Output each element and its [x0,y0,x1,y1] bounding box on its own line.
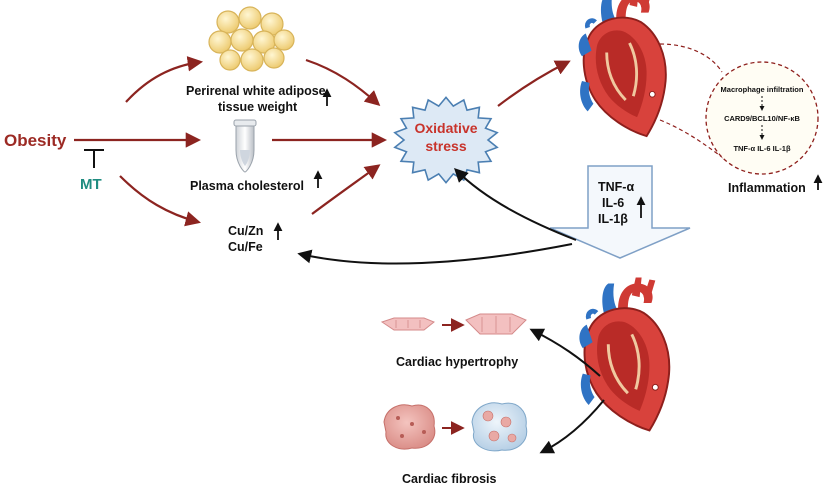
inflammation-label: Inflammation [728,181,806,195]
tissue-fibrotic-icon [471,402,528,452]
inflammation-detail-circle [705,61,819,175]
adipose-label-line1: Perirenal white adipose [186,84,326,98]
cufe-label: Cu/Fe [228,240,263,254]
mt-label: MT [80,176,102,193]
cytokines-row-label: TNF-α IL-6 IL-1β [733,144,791,153]
arrow-obesity-to-copper [119,175,201,227]
oxidative-stress-burst [393,96,499,184]
arrow-cytokines-to-copper [297,243,573,265]
cytokine-tnf: TNF-α [598,180,634,194]
blood-sample-tube-icon [233,119,257,173]
arrow-cytokines-to-stress [454,168,577,241]
cuzn-label: Cu/Zn [228,224,263,238]
heart-bottom-illustration [579,278,669,431]
adipose-tissue-icon [208,6,295,72]
arrow-stress-to-heart [497,60,571,107]
arrow-obesity-to-adipose [125,56,204,103]
stress-label-line1: Oxidative [414,120,477,136]
arrow-heart-to-fibrosis [539,399,605,454]
tissue-normal-icon [383,404,436,450]
cytokine-down-arrow [549,165,691,259]
arrow-adipose-to-stress [305,58,381,107]
cardiomyocyte-hypertrophic-icon [465,313,527,335]
heart-top-illustration [579,0,666,136]
pathway-label: CARD9/BCL10/NF-κB [724,114,800,123]
cytokine-il6: IL-6 [602,196,624,210]
fibrosis-label: Cardiac fibrosis [402,472,497,486]
macrophage-label: Macrophage infiltration [721,85,804,94]
cytokine-il1b: IL-1β [598,212,628,226]
arrow-heart-to-hypertrophy [529,328,601,377]
obesity-label: Obesity [4,131,67,150]
hypertrophy-label: Cardiac hypertrophy [396,355,518,369]
cholesterol-label: Plasma cholesterol [190,179,304,193]
inhibition-symbol [84,149,104,168]
cardiomyocyte-normal-icon [380,317,435,331]
adipose-label-line2: tissue weight [218,100,298,114]
stress-label-line2: stress [425,138,466,154]
arrow-copper-to-stress [311,164,381,215]
zoom-line-top [659,43,723,73]
